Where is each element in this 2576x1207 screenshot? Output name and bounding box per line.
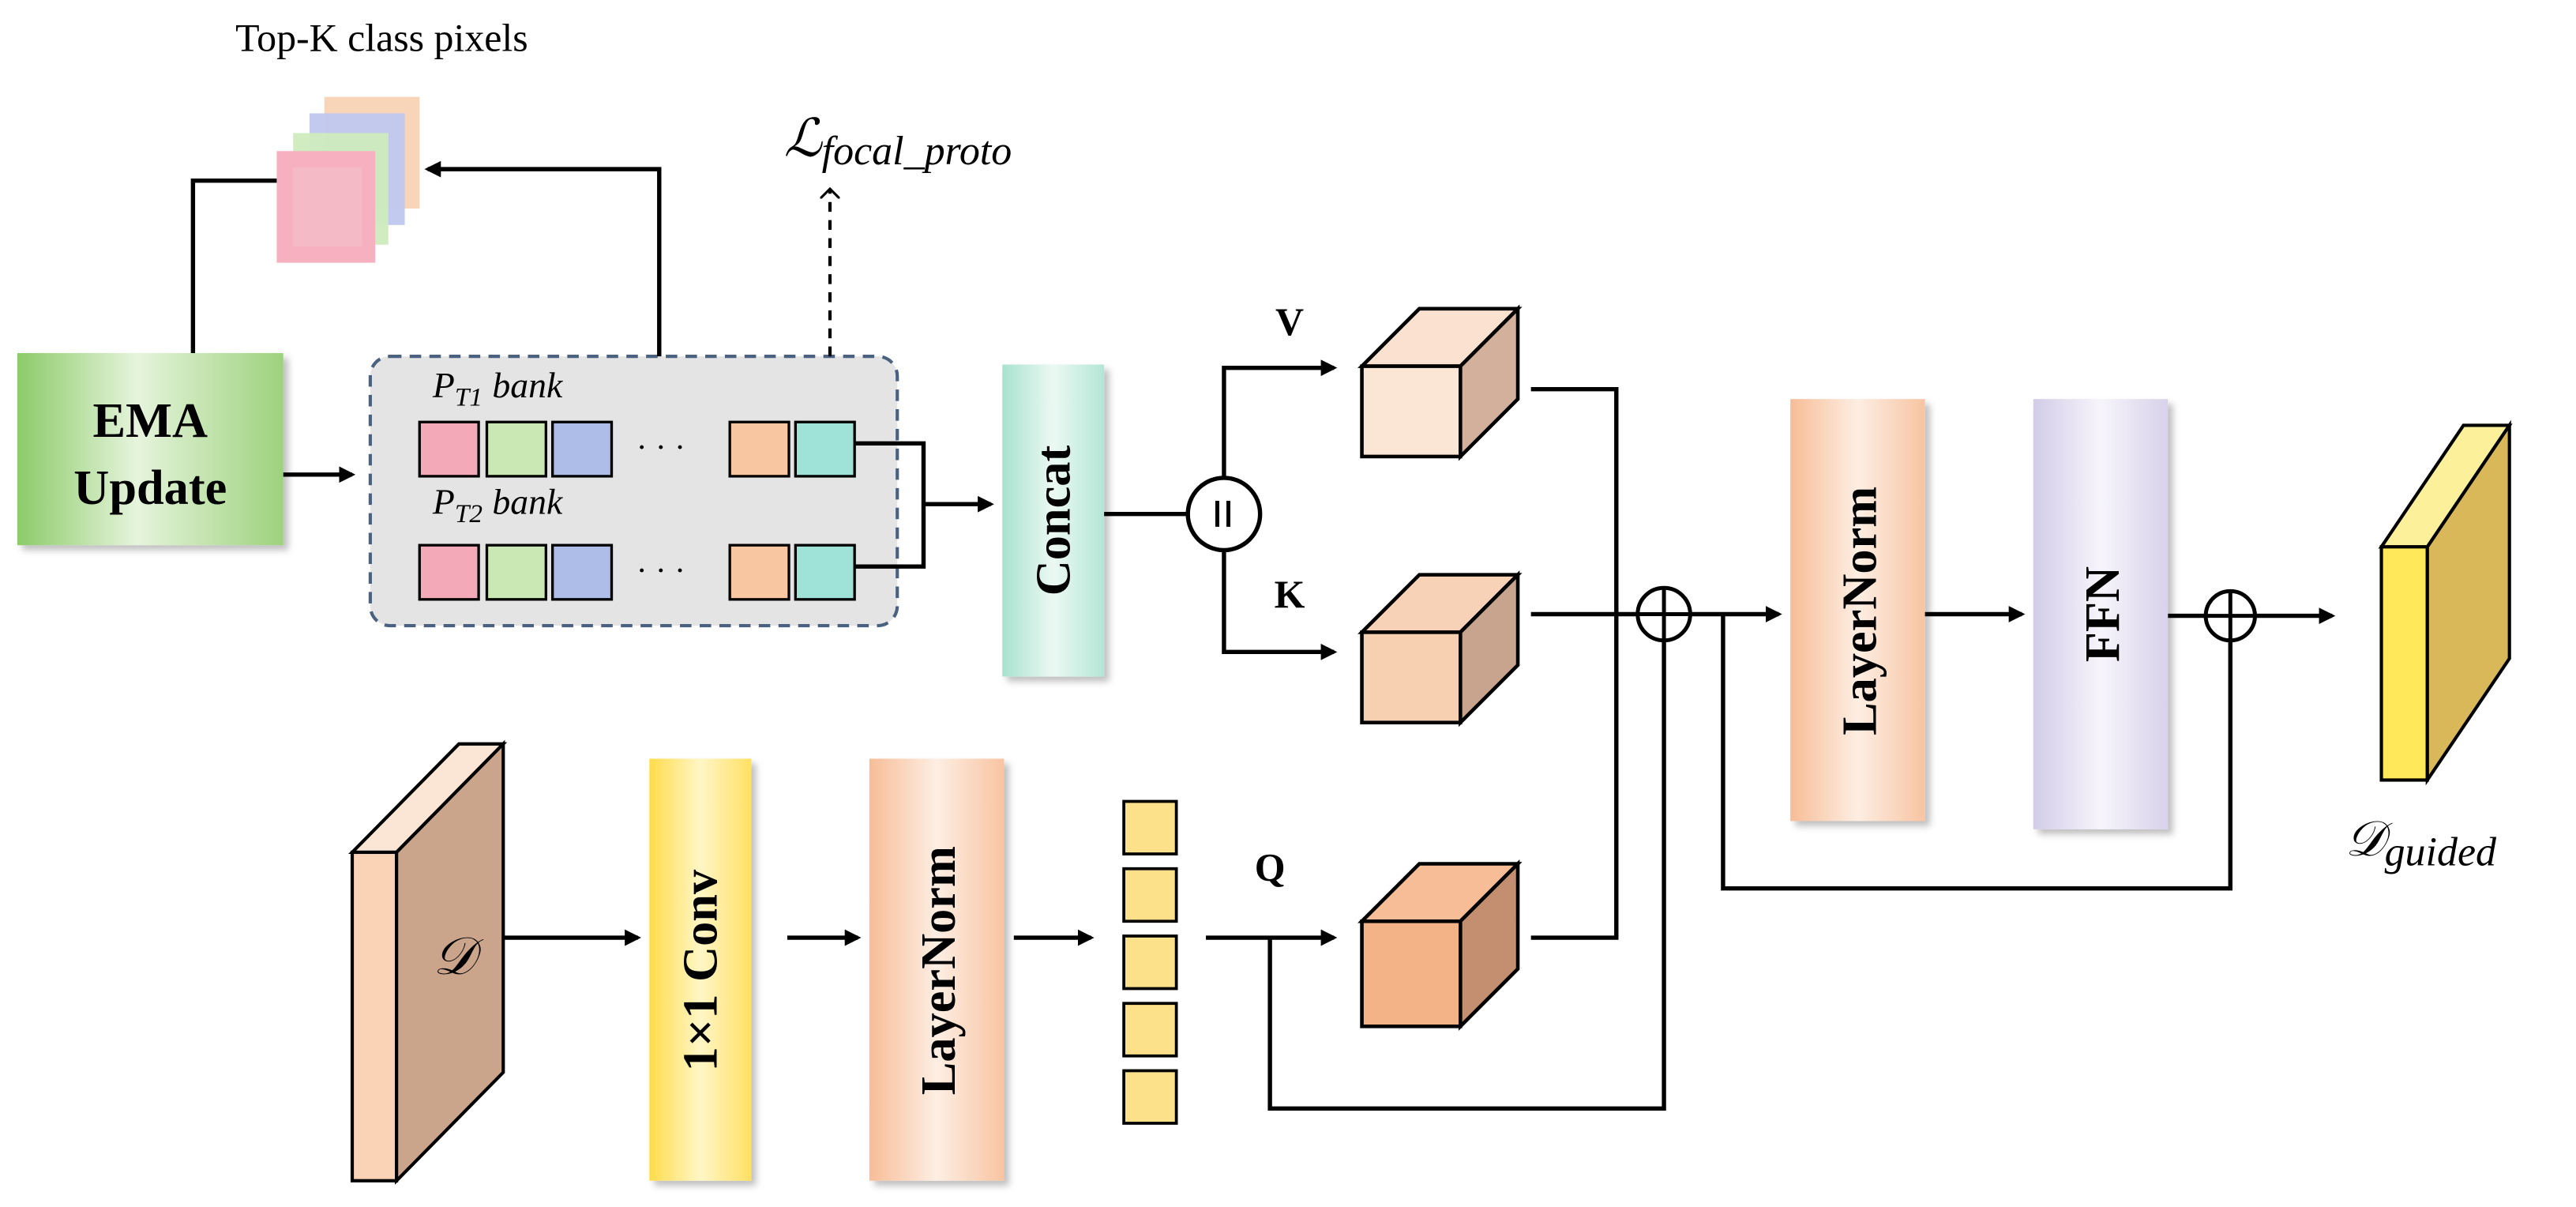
ema-label-line2: Update bbox=[73, 461, 227, 515]
loss-label: ℒfocal_proto bbox=[784, 110, 1012, 173]
proto-cell bbox=[794, 543, 856, 601]
concat-label: Concat bbox=[1027, 446, 1081, 596]
prototype-bank-t1: PT1 bank · · · bbox=[418, 365, 856, 478]
bank2-p: P bbox=[432, 482, 455, 522]
layernorm-pre-label: LayerNorm bbox=[911, 846, 966, 1095]
add-node-ffn bbox=[2203, 588, 2257, 643]
layernorm-main-label: LayerNorm bbox=[1832, 487, 1887, 735]
topk-caption: Top-K class pixels bbox=[235, 16, 528, 59]
layernorm-main-block: LayerNorm bbox=[1790, 399, 1925, 822]
token-cell bbox=[1122, 934, 1178, 991]
token-sequence bbox=[1122, 799, 1178, 1125]
output-label: 𝒟guided bbox=[2345, 812, 2497, 874]
label-k: K bbox=[1275, 573, 1305, 616]
token-cell bbox=[1122, 799, 1178, 855]
proto-cell bbox=[485, 543, 547, 601]
proto-cell bbox=[550, 420, 614, 478]
output-subscript: guided bbox=[2385, 830, 2497, 875]
loss-subscript: focal_proto bbox=[822, 129, 1012, 174]
ema-update-block: EMA Update bbox=[17, 352, 284, 546]
bank2-ellipsis: · · · bbox=[636, 552, 685, 588]
conv-block: 1×1 Conv bbox=[649, 758, 752, 1181]
token-cell bbox=[1122, 1069, 1178, 1125]
proto-cell bbox=[794, 420, 856, 478]
value-cube bbox=[1357, 304, 1523, 461]
split-node: = bbox=[1185, 476, 1263, 553]
output-feature-map bbox=[2378, 419, 2513, 786]
proto-cell bbox=[418, 543, 480, 601]
input-feature-map: 𝒟 bbox=[348, 739, 508, 1185]
ema-label-line1: EMA bbox=[93, 393, 208, 448]
bank1-ellipsis: · · · bbox=[636, 429, 685, 465]
split-node-symbol: = bbox=[1192, 498, 1253, 530]
proto-cell bbox=[728, 543, 790, 601]
topk-pixel-stack bbox=[276, 96, 420, 263]
conv-label: 1×1 Conv bbox=[674, 869, 728, 1071]
proto-cell bbox=[550, 543, 614, 601]
concat-block: Concat bbox=[1002, 364, 1105, 677]
ffn-block: FFN bbox=[2033, 399, 2169, 829]
bank2-sub: T2 bbox=[455, 499, 483, 528]
bank1-sub: T1 bbox=[455, 382, 483, 412]
proto-cell bbox=[418, 420, 480, 478]
proto-cell bbox=[728, 420, 790, 478]
proto-cell bbox=[485, 420, 547, 478]
bank2-word: bank bbox=[492, 482, 563, 522]
token-cell bbox=[1122, 867, 1178, 923]
loss-symbol: ℒ bbox=[784, 110, 824, 167]
token-cell bbox=[1122, 1002, 1178, 1058]
add-node-attention bbox=[1635, 585, 1692, 643]
bank1-p: P bbox=[432, 365, 455, 405]
connectors bbox=[190, 160, 2336, 1111]
label-q: Q bbox=[1255, 845, 1286, 889]
svg-text:ℒfocal_proto: ℒfocal_proto bbox=[784, 110, 1012, 173]
query-cube bbox=[1357, 859, 1523, 1031]
ffn-label: FFN bbox=[2075, 566, 2130, 662]
layernorm-pre-block: LayerNorm bbox=[869, 758, 1004, 1181]
label-v: V bbox=[1275, 300, 1304, 344]
bank1-word: bank bbox=[492, 365, 563, 405]
key-cube bbox=[1357, 570, 1523, 728]
prototype-bank-t2: PT2 bank · · · bbox=[418, 482, 856, 601]
